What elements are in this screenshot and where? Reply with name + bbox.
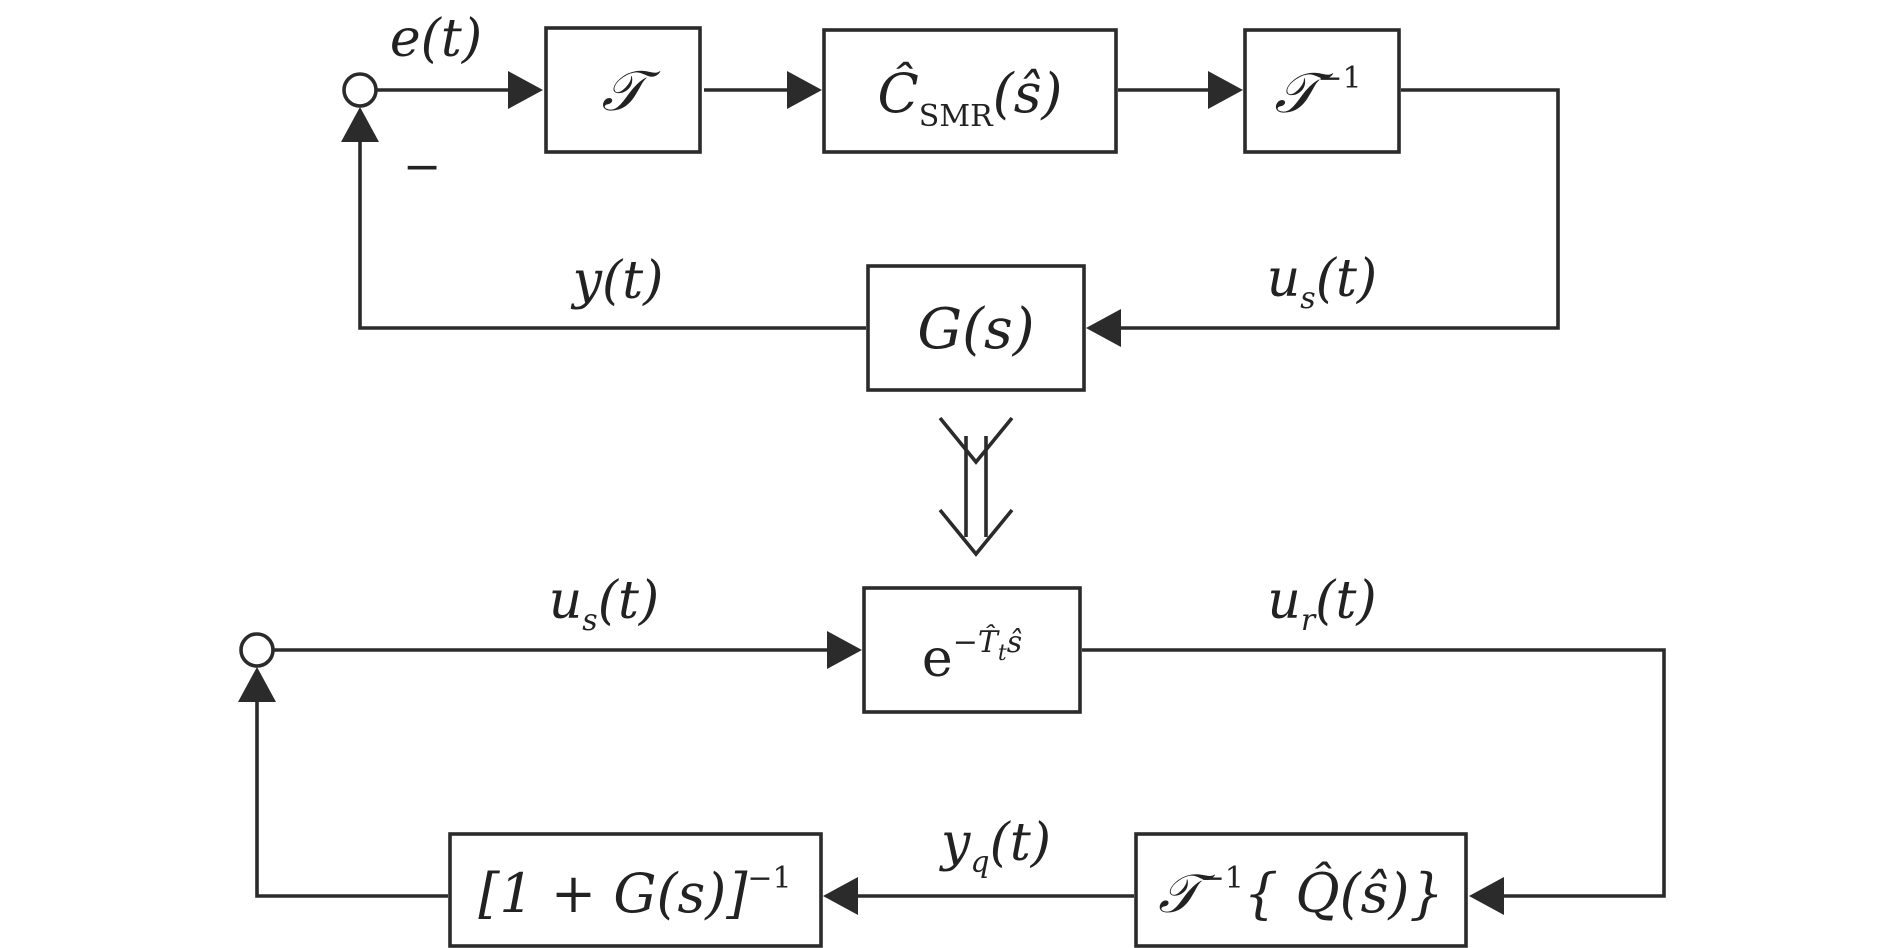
control-signal-argument: (t) [1316, 249, 1377, 309]
summing-junction-top [342, 72, 378, 108]
delayed-signal-subscript: r [1301, 603, 1317, 638]
wire-control-signal [1110, 88, 1560, 330]
sensitivity-superscript: −1 [747, 861, 791, 896]
controller-argument: (ŝ) [993, 62, 1063, 125]
arrow-to-inverse-icon [1208, 71, 1243, 109]
delayed-signal-label: ur(t) [1267, 571, 1376, 638]
delayed-signal-base: u [1267, 571, 1301, 631]
q-output-base: y [939, 813, 971, 873]
transform-block [544, 26, 702, 154]
wire-output [358, 132, 866, 330]
controller-block [822, 28, 1118, 154]
q-block-body: { Q̂(ŝ)} [1244, 861, 1444, 925]
arrow-to-delay-icon [827, 631, 862, 669]
delay-block [862, 586, 1082, 714]
inverse-transform-block [1243, 28, 1401, 154]
control-signal-label: us(t) [1267, 249, 1377, 316]
arrow-to-junction-top-icon [341, 107, 379, 142]
q-output-signal-label: yq(t) [939, 813, 1051, 880]
feedback-sign: − [403, 139, 442, 193]
controller-label: ĈSMR(ŝ) [877, 61, 1062, 134]
wire-delayed-signal [1082, 648, 1666, 898]
bottom-input-signal-label: us(t) [549, 571, 659, 638]
sensitivity-body: [1 + G(s)] [478, 862, 748, 925]
delay-base: e [922, 629, 953, 689]
inverse-transform-superscript: −1 [1317, 61, 1361, 96]
sensitivity-block [448, 832, 823, 948]
delay-label: e−T̂tŝ [922, 625, 1022, 689]
arrow-to-controller-icon [787, 71, 822, 109]
arrow-to-junction-bottom-icon [238, 667, 276, 702]
bottom-input-argument: (t) [598, 571, 659, 631]
arrow-to-q-block-icon [1469, 877, 1504, 915]
arrow-to-sensitivity-icon [823, 877, 858, 915]
controller-base: Ĉ [877, 61, 918, 125]
error-signal-label: e(t) [390, 9, 482, 69]
arrow-to-plant-icon [1086, 309, 1121, 347]
controller-subscript: SMR [919, 99, 994, 134]
control-signal-base: u [1267, 249, 1301, 309]
output-signal-label: y(t) [571, 251, 664, 311]
plant-label: G(s) [917, 297, 1034, 362]
arrow-to-transform-icon [508, 71, 543, 109]
plant-block [866, 264, 1086, 392]
q-output-subscript: q [970, 845, 989, 880]
q-block-label: 𝒯−1{ Q̂(ŝ)} [1158, 861, 1444, 925]
q-output-argument: (t) [990, 813, 1051, 873]
control-signal-subscript: s [1300, 281, 1315, 316]
delay-superscript: −T̂ [953, 625, 1000, 660]
delay-superscript-tail: ŝ [1007, 625, 1022, 660]
q-block [1134, 832, 1468, 948]
bottom-input-base: u [549, 571, 583, 631]
double-arrow-icon [938, 416, 1014, 557]
q-block-superscript: −1 [1200, 861, 1244, 896]
sensitivity-label: [1 + G(s)]−1 [478, 861, 791, 925]
wire-return [255, 692, 448, 898]
summing-junction-bottom [239, 632, 275, 668]
bottom-input-subscript: s [582, 603, 597, 638]
delayed-signal-argument: (t) [1315, 571, 1376, 631]
delay-superscript-sub: t [998, 641, 1007, 666]
